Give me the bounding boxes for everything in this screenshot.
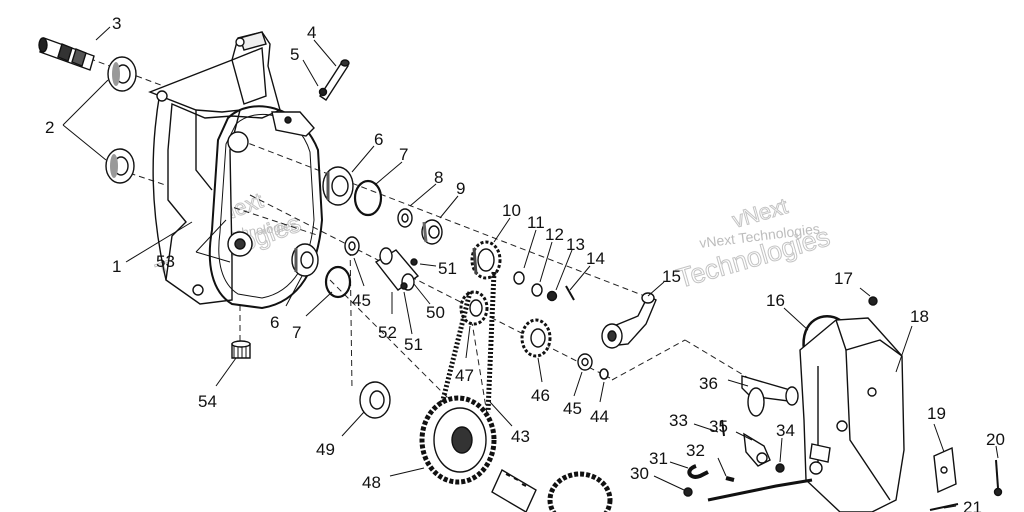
part-callout: 31	[649, 449, 668, 468]
part-callout: 47	[455, 366, 474, 385]
part-callout: 48	[362, 473, 381, 492]
thrust-washer-49	[359, 381, 391, 419]
gear-46	[520, 318, 552, 358]
part-drawings	[38, 31, 1003, 512]
bearing-upper	[107, 56, 137, 92]
part-callout: 7	[292, 323, 301, 342]
bolt	[319, 59, 350, 101]
output-axle	[491, 469, 613, 512]
part-callout: 45	[563, 399, 582, 418]
pin-33	[721, 419, 725, 437]
part-callout: 9	[456, 179, 465, 198]
shift-collar-52	[374, 247, 420, 291]
part-callout: 49	[316, 440, 335, 459]
shaft-36	[741, 375, 799, 417]
part-callout: 53	[156, 252, 175, 271]
part-callout: 2	[45, 118, 54, 137]
ring-44	[599, 368, 609, 380]
part-callout: 46	[531, 386, 550, 405]
part-callout: 5	[290, 45, 299, 64]
part-callout: 51	[404, 335, 423, 354]
washer-12	[531, 283, 543, 297]
part-callout: 54	[198, 392, 217, 411]
pin-51-upper	[410, 258, 418, 266]
bolt-20	[995, 459, 999, 489]
clip-plate-19	[933, 446, 957, 494]
pin-14	[565, 285, 575, 301]
clip-31	[687, 464, 709, 479]
washer-11	[513, 271, 525, 285]
part-callout: 44	[590, 407, 609, 426]
part-callout: 34	[776, 421, 795, 440]
part-callout: 14	[586, 249, 605, 268]
part-callout: 6	[270, 313, 279, 332]
nut-34	[775, 463, 785, 473]
watermark-right: vNext Technologies Technologies vNext	[673, 193, 834, 294]
part-callout: 33	[669, 411, 688, 430]
part-callout: 7	[399, 145, 408, 164]
part-callout: 1	[112, 257, 121, 276]
snap-ring-7-lower	[324, 265, 352, 299]
drive-chain-43	[437, 271, 497, 413]
part-callout: 20	[986, 430, 1005, 449]
pin-32	[725, 476, 735, 482]
bearing-6-lower	[291, 243, 319, 277]
part-callout: 30	[630, 464, 649, 483]
shift-rod	[707, 478, 813, 502]
part-callout: 17	[834, 269, 853, 288]
part-callout: 6	[374, 130, 383, 149]
part-callout: 36	[699, 374, 718, 393]
part-callout: 4	[307, 23, 316, 42]
washer	[318, 87, 328, 97]
part-callout: 50	[426, 303, 445, 322]
nut-13	[546, 290, 558, 302]
sprocket-10	[470, 240, 502, 280]
snap-ring-16	[802, 315, 841, 351]
part-callout: 51	[438, 259, 457, 278]
sprocket-48	[419, 395, 497, 485]
shift-lever-15	[601, 292, 657, 349]
right-housing-18	[799, 317, 905, 512]
part-callout: 3	[112, 14, 121, 33]
part-callout: 21	[963, 498, 982, 512]
case-bracket	[271, 111, 315, 137]
bushing-9	[421, 219, 443, 245]
nut-30	[683, 487, 693, 497]
part-callout: 15	[662, 267, 681, 286]
bearing-6-upper	[322, 166, 354, 206]
part-callout: 43	[511, 427, 530, 446]
plug-17	[868, 296, 878, 306]
part-callout: 18	[910, 307, 929, 326]
drain-plug-54	[231, 340, 251, 359]
part-callout: 12	[545, 225, 564, 244]
part-callout: 8	[434, 168, 443, 187]
leader-lines	[62, 26, 999, 509]
pin-51-lower	[400, 282, 408, 290]
part-callout: 11	[527, 213, 545, 232]
bearing-lower	[105, 148, 135, 184]
input-shaft	[38, 37, 95, 71]
part-callout: 45	[352, 291, 371, 310]
bolt-21	[929, 503, 959, 511]
part-callout: 16	[766, 291, 785, 310]
gearbox-housing	[148, 31, 281, 305]
callout-labels: 3 2 4 5 6 7 8 9 10 11 12 13 14 15 17 16 …	[45, 14, 1005, 512]
part-callout: 35	[709, 417, 728, 436]
part-callout: 19	[927, 404, 946, 423]
snap-ring-7-upper	[353, 179, 383, 217]
part-callout: 32	[686, 441, 705, 460]
part-callout: 13	[566, 235, 585, 254]
part-callout: 10	[502, 201, 521, 220]
part-callout: 52	[378, 323, 397, 342]
lever-35	[743, 432, 771, 467]
